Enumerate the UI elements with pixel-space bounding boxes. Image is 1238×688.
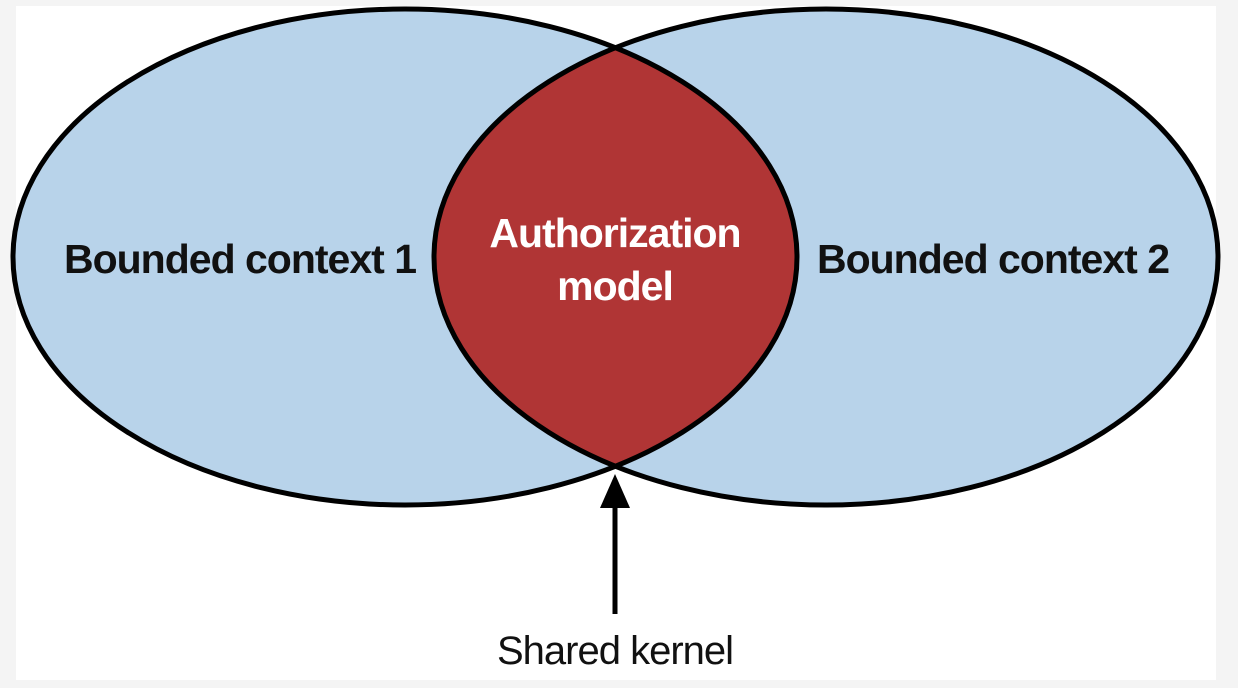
bounded-context-1-label: Bounded context 1 bbox=[64, 236, 416, 282]
shared-kernel-arrow-head bbox=[600, 474, 630, 508]
bounded-context-2-label: Bounded context 2 bbox=[817, 236, 1169, 282]
authorization-model-overlap bbox=[434, 9, 797, 505]
bounded-context-1-outline bbox=[10, 6, 800, 508]
shared-kernel-caption: Shared kernel bbox=[497, 629, 733, 673]
authorization-model-label-line1: Authorization bbox=[489, 210, 740, 256]
bounded-context-2-outline bbox=[431, 6, 1221, 508]
authorization-model-label-line2: model bbox=[557, 263, 673, 309]
